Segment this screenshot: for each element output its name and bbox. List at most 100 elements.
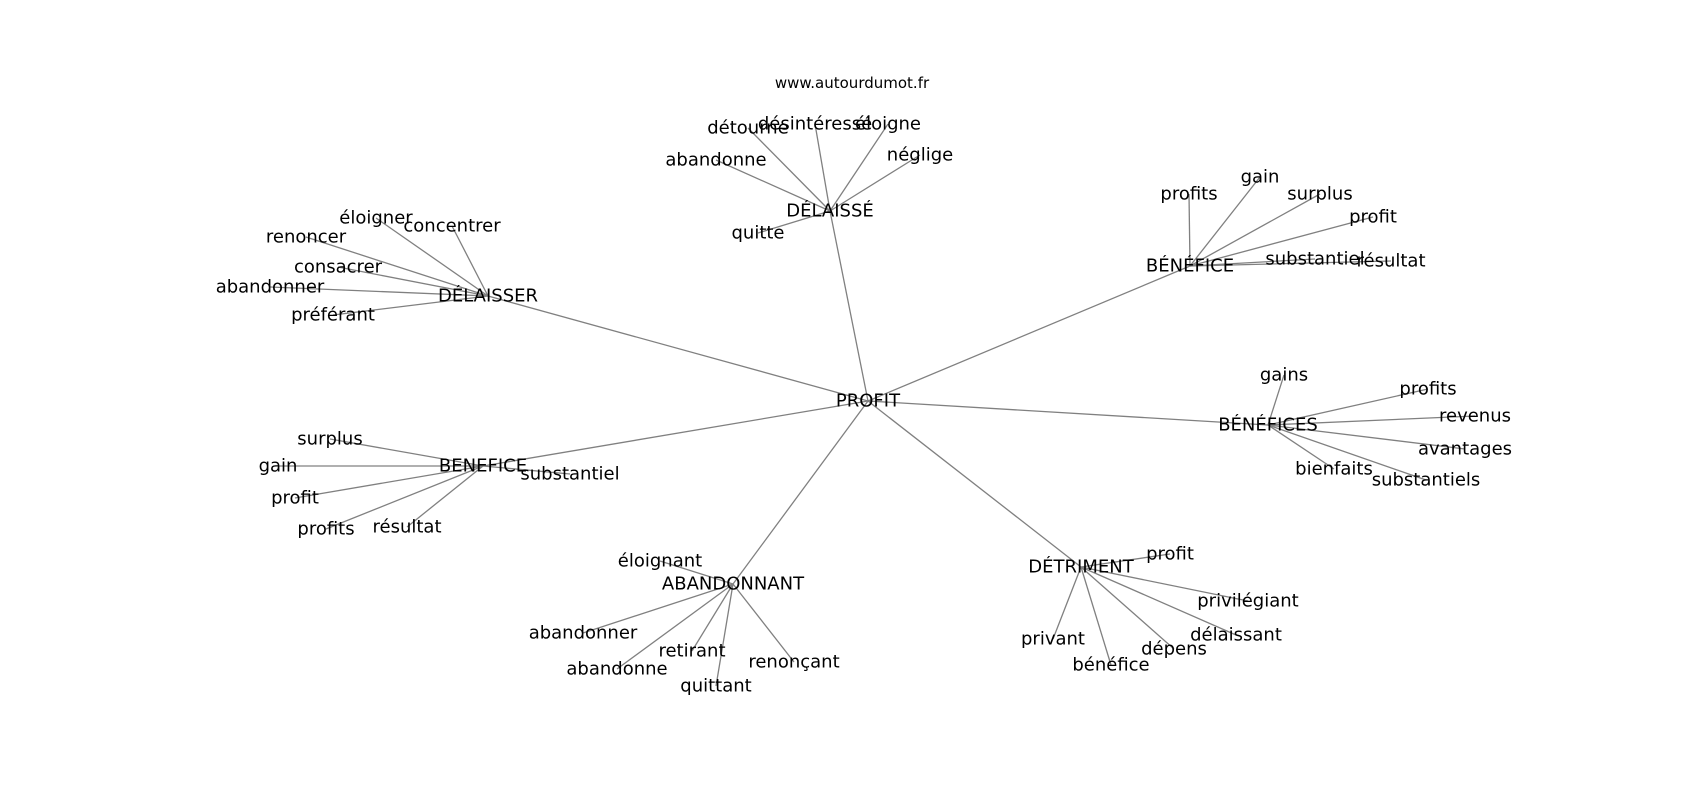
edge-profit-detriment <box>867 400 1082 568</box>
leaf-node-delaisse-quitte: quitte <box>731 223 784 244</box>
edge-delaisse-neglige <box>829 154 921 212</box>
edge-delaisse-quitte <box>757 210 831 234</box>
edge-profit-abandonnant <box>732 400 869 585</box>
edge-delaisse-eloigne <box>829 123 889 212</box>
leaf-node-abandonnant-quittant: quittant <box>680 676 751 697</box>
leaf-node-detriment-delaissant: délaissant <box>1190 625 1282 646</box>
leaf-node-delaisser-abandonner: abandonner <box>216 277 325 298</box>
hub-node-abandonnant: ABANDONNANT <box>662 574 805 595</box>
edge-delaisser-eloigner <box>375 217 489 297</box>
edge-profit-delaisse <box>829 210 869 402</box>
hub-node-detriment: DÉTRIMENT <box>1028 556 1134 578</box>
edge-delaisser-renoncer <box>305 236 489 297</box>
hub-node-benefices: BÉNÉFICES <box>1218 414 1318 436</box>
leaf-node-benefice-resultat: résultat <box>1356 251 1425 272</box>
edge-profit-benefices <box>867 400 1269 426</box>
leaf-node-benefice-resultat: résultat <box>372 517 441 538</box>
hub-node-benefice: BÉNÉFICE <box>1146 255 1234 277</box>
edge-benefice-gain <box>1189 176 1261 267</box>
edge-benefices-avantages <box>1267 424 1466 450</box>
edge-profit-delaisser <box>487 295 869 402</box>
leaf-node-delaisser-consacrer: consacrer <box>294 257 383 278</box>
leaf-node-detriment-depens: dépens <box>1141 639 1207 660</box>
leaf-node-detriment-benefice: bénéfice <box>1072 655 1149 676</box>
graph-edges <box>269 123 1476 687</box>
edge-delaisse-desinteresse <box>814 123 831 212</box>
leaf-node-benefice-surplus: surplus <box>297 429 362 450</box>
leaf-node-delaisser-eloigner: éloigner <box>339 208 413 229</box>
edge-delaisse-abandonne <box>715 159 831 212</box>
leaf-node-benefice-profit: profit <box>271 488 319 509</box>
edge-benefice-resultat <box>406 465 484 528</box>
leaf-node-benefices-substantiels: substantiels <box>1372 470 1481 491</box>
leaf-node-benefice-gain: gain <box>259 456 298 477</box>
edge-benefice-profits <box>1188 193 1191 267</box>
leaf-node-detriment-profit: profit <box>1146 544 1194 565</box>
edge-profit-benefice <box>482 400 869 467</box>
leaf-node-benefice-substantiel: substantiel <box>1265 249 1364 270</box>
edge-abandonnant-abandonne <box>616 583 734 670</box>
edge-benefice-profits <box>325 465 484 530</box>
leaf-node-delaisse-desinteresse: désintéressé <box>758 114 872 135</box>
leaf-node-benefice-gain: gain <box>1241 167 1280 188</box>
hub-node-benefice: BENEFICE <box>439 456 527 477</box>
edge-detriment-profit <box>1080 553 1171 568</box>
edge-delaisser-abandonner <box>269 286 489 297</box>
edge-delaisser-concentrer <box>451 225 489 297</box>
leaf-node-delaisser-concentrer: concentrer <box>403 216 501 237</box>
edge-detriment-depens <box>1080 566 1175 650</box>
leaf-node-benefice-surplus: surplus <box>1287 184 1352 205</box>
center-node-profit: PROFIT <box>836 391 901 412</box>
edge-delaisser-preferant <box>332 295 489 316</box>
edge-abandonnant-abandonner <box>582 583 734 634</box>
leaf-node-benefices-gains: gains <box>1260 365 1308 386</box>
edge-delaisse-detourne <box>747 127 831 212</box>
edge-benefice-surplus <box>1189 193 1321 267</box>
edge-abandonnant-renoncant <box>732 583 795 663</box>
leaf-node-delaisser-renoncer: renoncer <box>266 227 347 248</box>
leaf-node-delaisse-eloigne: éloigne <box>855 114 921 135</box>
leaf-node-benefice-profits: profits <box>297 519 354 540</box>
edge-benefice-substantiel <box>482 465 571 475</box>
leaf-node-delaisse-detourne: détourne <box>707 118 789 139</box>
edge-abandonnant-quittant <box>715 583 734 687</box>
leaf-node-benefice-profit: profit <box>1349 207 1397 228</box>
edge-benefices-bienfaits <box>1267 424 1335 470</box>
leaf-node-detriment-privilegiant: privilégiant <box>1197 591 1298 612</box>
leaf-node-abandonnant-renoncant: renonçant <box>748 652 839 673</box>
leaf-node-benefices-avantages: avantages <box>1418 439 1512 460</box>
edge-abandonnant-retirant <box>691 583 734 652</box>
edge-delaisser-consacrer <box>337 266 489 297</box>
leaf-node-benefice-profits: profits <box>1160 184 1217 205</box>
leaf-node-benefices-bienfaits: bienfaits <box>1295 459 1373 480</box>
edge-profit-benefice <box>867 265 1191 402</box>
edge-benefices-profits <box>1267 388 1429 426</box>
edge-detriment-privilegiant <box>1080 566 1249 602</box>
leaf-node-detriment-privant: privant <box>1021 629 1085 650</box>
edge-benefice-profit <box>294 465 484 499</box>
hub-node-delaisse: DÉLAISSÉ <box>786 200 874 222</box>
edge-detriment-benefice <box>1080 566 1112 666</box>
edge-benefice-resultat <box>1189 260 1392 267</box>
edge-benefice-profit <box>1189 216 1374 267</box>
hub-node-delaisser: DÉLAISSER <box>438 285 538 307</box>
edge-abandonnant-eloignant <box>659 560 734 585</box>
edge-benefices-substantiels <box>1267 424 1427 481</box>
leaf-node-abandonnant-abandonne: abandonne <box>566 659 667 680</box>
edge-benefice-surplus <box>329 438 484 467</box>
leaf-node-delaisse-abandonne: abandonne <box>665 150 766 171</box>
edge-detriment-delaissant <box>1080 566 1237 636</box>
site-label: www.autourdumot.fr <box>775 74 930 92</box>
leaf-node-benefice-substantiel: substantiel <box>520 464 619 485</box>
leaf-node-abandonnant-eloignant: éloignant <box>618 551 702 572</box>
leaf-node-delaisser-preferant: préférant <box>291 305 375 326</box>
leaf-node-benefices-revenus: revenus <box>1439 406 1511 427</box>
leaf-node-delaisse-neglige: néglige <box>887 145 953 166</box>
leaf-node-abandonnant-abandonner: abandonner <box>529 623 638 644</box>
edge-benefices-revenus <box>1267 415 1476 426</box>
graph-labels: www.autourdumot.fr PROFIT DÉLAISSÉ détourn… <box>216 74 1512 697</box>
edge-detriment-privant <box>1052 566 1082 640</box>
edge-benefices-gains <box>1267 374 1285 426</box>
leaf-node-benefices-profits: profits <box>1399 379 1456 400</box>
